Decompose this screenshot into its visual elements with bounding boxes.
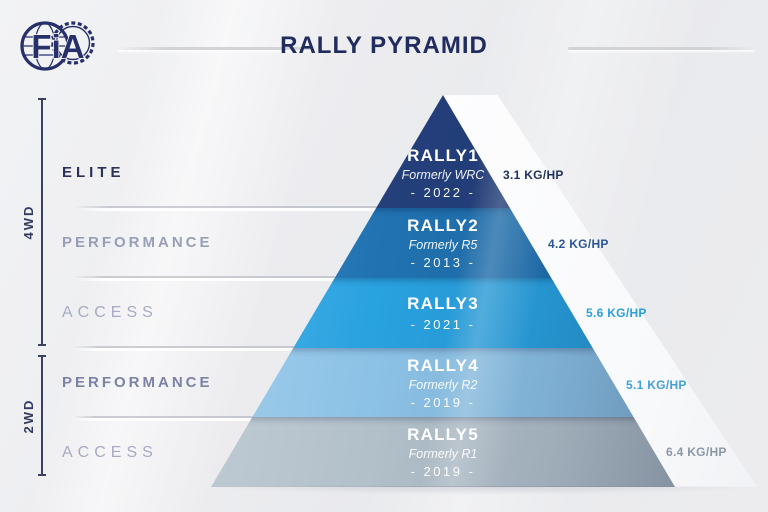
bracket-2wd (38, 355, 46, 476)
tier-year: - 2019 - (410, 464, 476, 479)
row-label-elite: ELITE (62, 164, 125, 181)
tier-year: - 2019 - (410, 394, 476, 410)
pyramid-tier-rally4: RALLY4 Formerly R2 - 2019 - (211, 348, 675, 417)
tier-name: RALLY5 (407, 425, 479, 444)
tier-formerly: Formerly WRC (401, 168, 485, 182)
row-label-access-4wd: ACCESS (62, 304, 158, 321)
tier-formerly: Formerly R5 (408, 238, 478, 252)
fia-logo-icon: FiA (20, 21, 95, 71)
row-label-performance-2wd: PERFORMANCE (62, 374, 213, 391)
row-label-performance-4wd: PERFORMANCE (62, 234, 213, 251)
tier-formerly: Formerly R1 (408, 447, 478, 461)
tier-formerly: Formerly R2 (408, 377, 478, 392)
drive-label-2wd: 2WD (21, 398, 36, 434)
ratio-label-rally4: 5.1 KG/HP (626, 378, 687, 392)
tier-year: - 2022 - (410, 185, 476, 200)
page-title: RALLY PYRAMID (280, 32, 488, 59)
tier-separator (73, 346, 294, 351)
tier-name: RALLY3 (407, 294, 479, 313)
tier-year: - 2013 - (410, 255, 476, 270)
pyramid-tier-rally5: RALLY5 Formerly R1 - 2019 - (211, 417, 675, 487)
title-rule-right (568, 47, 754, 50)
title-rule-left (118, 47, 310, 50)
ratio-label-rally3: 5.6 KG/HP (586, 306, 647, 320)
drive-label-4wd: 4WD (21, 204, 36, 240)
tier-separator (73, 206, 377, 211)
ratio-label-rally5: 6.4 KG/HP (666, 445, 727, 459)
tier-year: - 2021 - (410, 317, 476, 332)
tier-name: RALLY2 (407, 216, 479, 235)
tier-name: RALLY1 (407, 146, 479, 165)
pyramid-base-shadow (205, 486, 765, 495)
row-label-access-2wd: ACCESS (62, 444, 158, 461)
tier-separator (73, 416, 253, 421)
tier-separator (73, 276, 335, 281)
ratio-label-rally2: 4.2 KG/HP (548, 237, 609, 251)
pyramid-tier-rally1: RALLY1 Formerly WRC - 2022 - (211, 95, 675, 208)
ratio-label-rally1: 3.1 KG/HP (503, 168, 564, 182)
fia-logo-text: FiA (31, 28, 84, 65)
bracket-4wd (38, 98, 46, 346)
tier-name: RALLY4 (407, 355, 479, 375)
